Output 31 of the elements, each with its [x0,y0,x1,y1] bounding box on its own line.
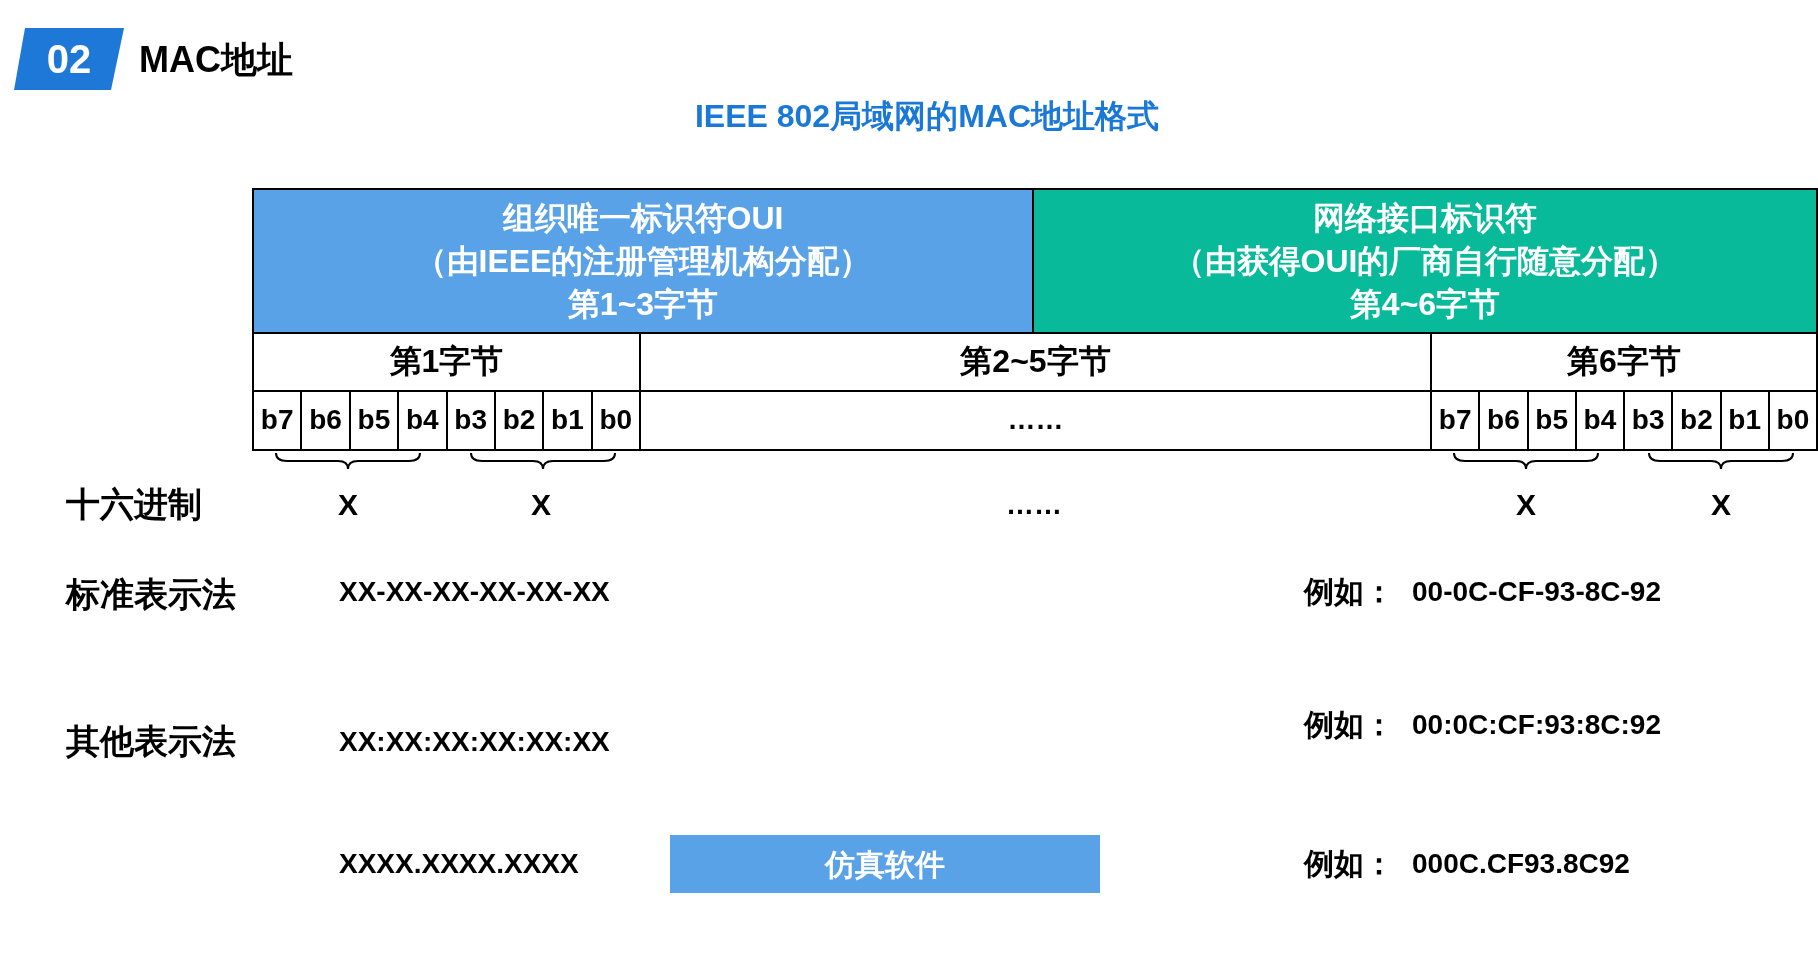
example-address: 000C.CF93.8C92 [1412,847,1630,881]
example-prefix: 例如： [1304,846,1394,882]
section-badge: 02 [14,28,124,90]
row-label: 其他表示法 [66,722,236,762]
diagram-title: IEEE 802局域网的MAC地址格式 [694,97,1160,135]
row-label: 标准表示法 [66,575,236,615]
bit-cell: b7 [252,390,303,451]
byte-range-text: 第1~3字节 [567,284,719,324]
hex-digit: X [338,487,358,523]
hex-digit: X [1516,487,1536,523]
note-text: （由获得OUI的厂商自行随意分配） [1172,241,1678,281]
format-pattern: XXXX.XXXX.XXXX [339,847,579,881]
header-cell [1032,188,1818,334]
ellipsis-text: …… [1006,488,1062,522]
example-address: 00:0C:CF:93:8C:92 [1412,708,1661,742]
row-label: 十六进制 [66,485,202,525]
note-text: （由IEEE的注册管理机构分配） [414,241,872,281]
byte-range-text: 第4~6字节 [1349,284,1501,324]
hex-digit: X [531,487,551,523]
bit-cell: b0 [1767,390,1818,451]
format-pattern: XX:XX:XX:XX:XX:XX [339,725,610,759]
hex-digit: X [1711,487,1731,523]
format-pattern: XX-XX-XX-XX-XX-XX [339,575,610,609]
tag-box: 仿真软件 [670,835,1100,893]
example-prefix: 例如： [1304,707,1394,743]
heading-text: 组织唯一标识符OUI [502,198,784,238]
example-address: 00-0C-CF-93-8C-92 [1412,575,1661,609]
header-cell [252,188,1034,334]
example-prefix: 例如： [1304,574,1394,610]
heading-text: 网络接口标识符 [1313,198,1537,238]
section-title: MAC地址 [139,39,293,81]
